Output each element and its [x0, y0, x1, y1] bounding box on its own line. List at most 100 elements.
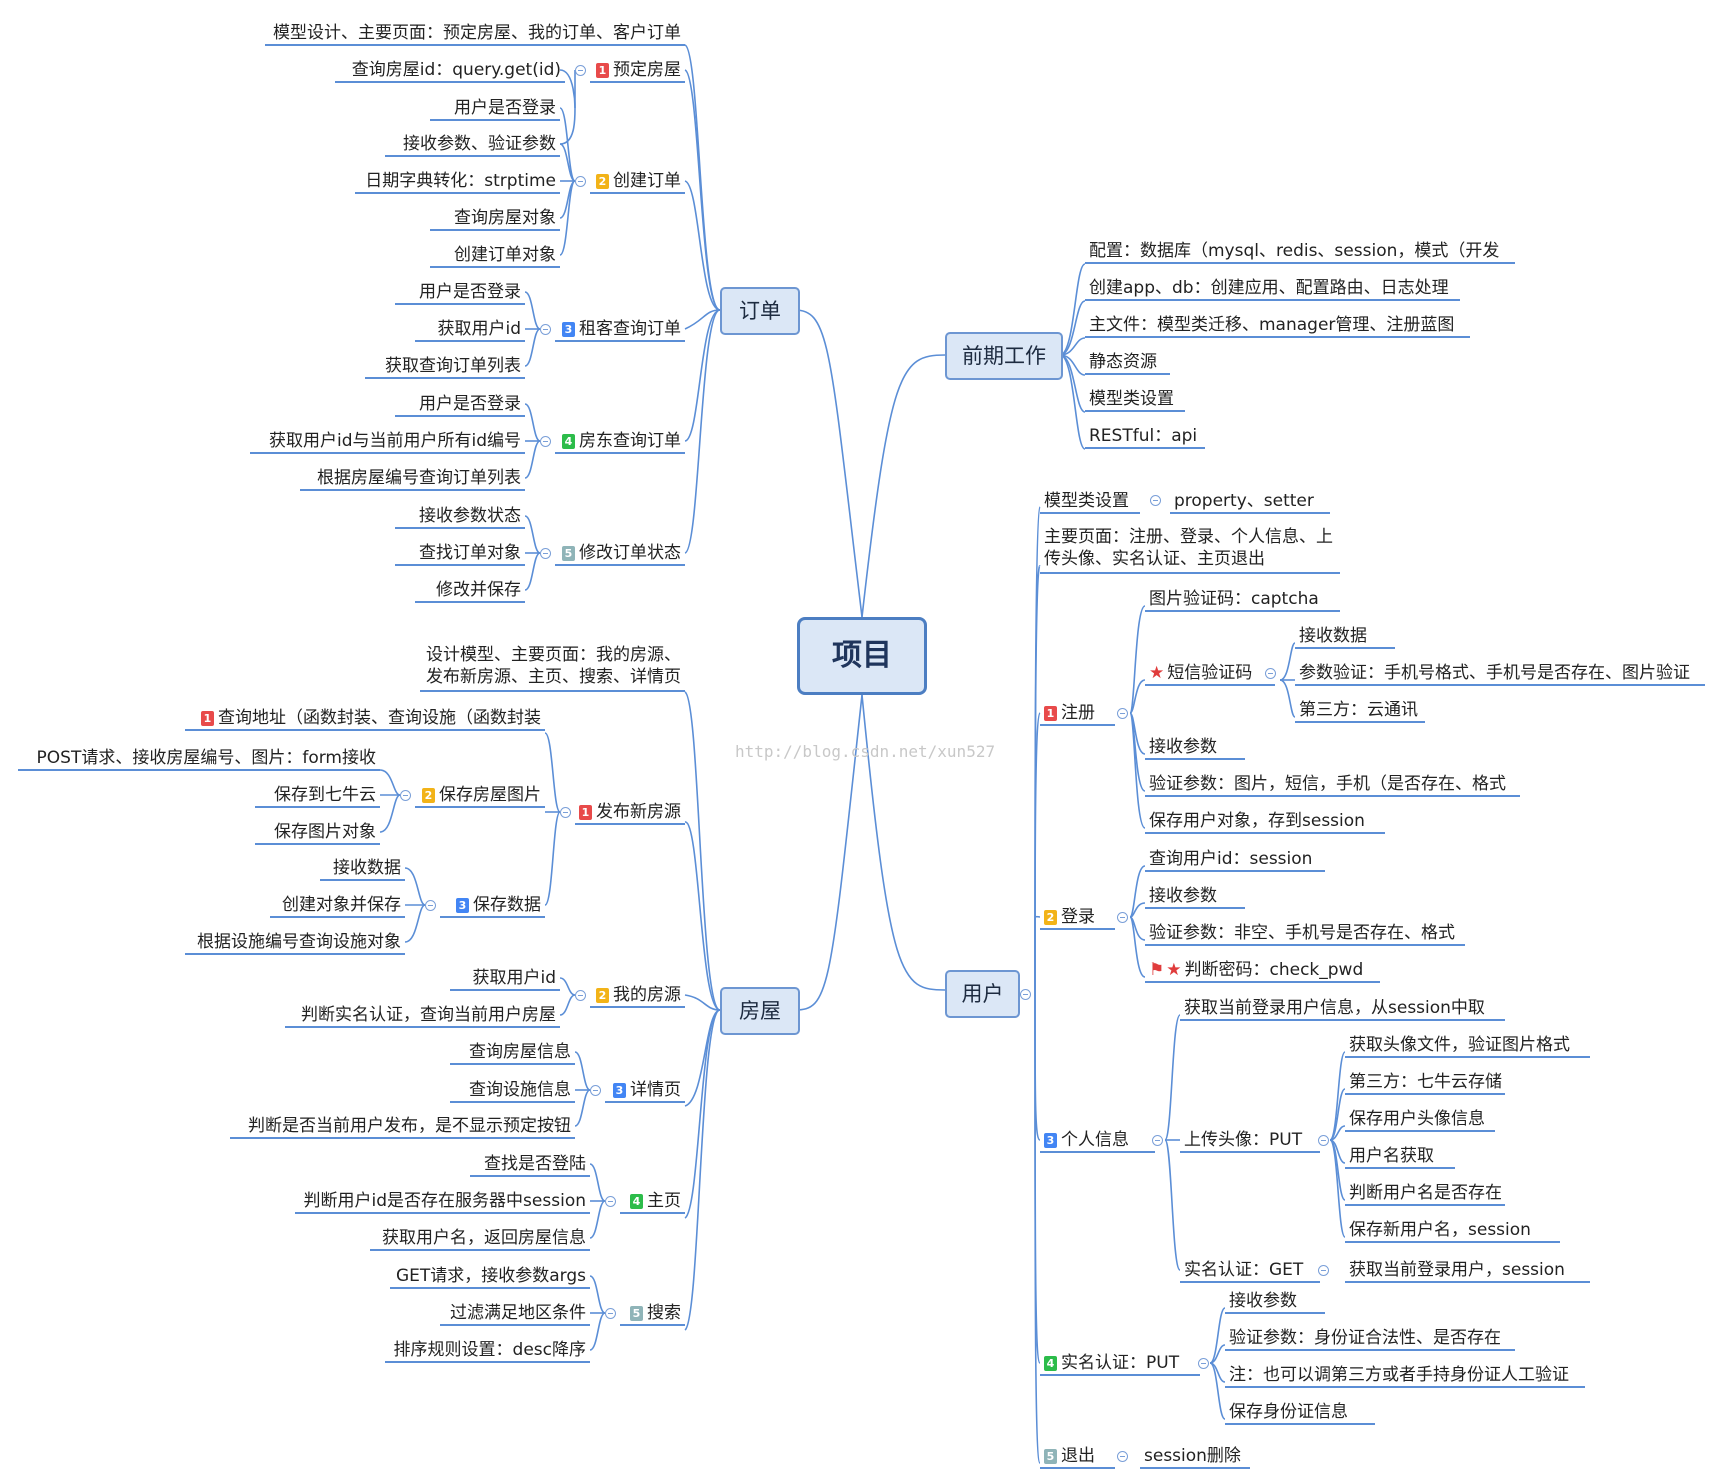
- user-register-label: 注册: [1061, 703, 1095, 723]
- prep-item: RESTful：api: [1085, 423, 1205, 449]
- collapse-toggle-icon[interactable]: [575, 990, 586, 1001]
- register-sms[interactable]: ★短信验证码: [1145, 660, 1275, 686]
- branch-prep[interactable]: 前期工作: [945, 332, 1063, 380]
- collapse-toggle-icon[interactable]: [1198, 1358, 1209, 1369]
- branch-user[interactable]: 用户: [945, 970, 1020, 1018]
- collapse-toggle-icon[interactable]: [1152, 1135, 1163, 1146]
- profile-auth[interactable]: 实名认证：GET: [1180, 1257, 1320, 1283]
- prep-item: 创建app、db：创建应用、配置路由、日志处理: [1085, 275, 1460, 301]
- house-publish-sub2-label: 保存房屋图片: [439, 785, 541, 805]
- login-item-password: ⚑★判断密码：check_pwd: [1145, 957, 1380, 983]
- house-sub-5-item: GET请求，接收参数args: [390, 1263, 590, 1289]
- logout-value: session删除: [1140, 1443, 1250, 1469]
- collapse-toggle-icon[interactable]: [590, 1085, 601, 1096]
- prep-item: 模型类设置: [1085, 386, 1185, 412]
- priority-2-icon: 2: [596, 988, 609, 1003]
- user-profile-label: 个人信息: [1061, 1130, 1129, 1150]
- order-sub-3-item: 获取查询订单列表: [365, 353, 525, 379]
- collapse-toggle-icon[interactable]: [1318, 1265, 1329, 1276]
- register-item: 验证参数：图片，短信，手机（是否存在、格式: [1145, 771, 1520, 797]
- priority-1-icon: 1: [201, 711, 214, 726]
- branch-order[interactable]: 订单: [720, 287, 800, 335]
- collapse-toggle-icon[interactable]: [1020, 989, 1031, 1000]
- collapse-toggle-icon[interactable]: [605, 1196, 616, 1207]
- order-sub-2-item: 查询房屋对象: [430, 205, 560, 231]
- user-realname[interactable]: 4 实名认证：PUT: [1040, 1350, 1200, 1376]
- collapse-toggle-icon[interactable]: [400, 790, 411, 801]
- avatar-item: 获取头像文件，验证图片格式: [1345, 1032, 1590, 1058]
- register-sms-label: 短信验证码: [1167, 663, 1253, 683]
- branch-house[interactable]: 房屋: [720, 987, 800, 1035]
- collapse-toggle-icon[interactable]: [575, 176, 586, 187]
- realname-item: 保存身份证信息: [1225, 1399, 1375, 1425]
- house-sub-2-label: 我的房源: [613, 985, 681, 1005]
- house-sub-4-item: 获取用户名，返回房屋信息: [370, 1225, 590, 1251]
- profile-avatar[interactable]: 上传头像：PUT: [1180, 1127, 1320, 1153]
- house-sub-2[interactable]: 2 我的房源: [590, 982, 685, 1008]
- user-pages: 主要页面：注册、登录、个人信息、上传头像、实名认证、主页退出: [1040, 526, 1340, 574]
- collapse-toggle-icon[interactable]: [1265, 668, 1276, 679]
- order-sub-2-item: 用户是否登录: [430, 95, 560, 121]
- collapse-toggle-icon[interactable]: [1117, 912, 1128, 923]
- user-realname-label: 实名认证：PUT: [1061, 1353, 1180, 1373]
- house-sub-5-item: 过滤满足地区条件: [440, 1300, 590, 1326]
- house-publish-sub2-item: POST请求、接收房屋编号、图片：form接收: [18, 745, 380, 771]
- house-sub-4-label: 主页: [647, 1191, 681, 1211]
- collapse-toggle-icon[interactable]: [1318, 1135, 1329, 1146]
- collapse-toggle-icon[interactable]: [605, 1308, 616, 1319]
- collapse-toggle-icon[interactable]: [1117, 1451, 1128, 1462]
- realname-item: 注：也可以调第三方或者手持身份证人工验证: [1225, 1362, 1585, 1388]
- collapse-toggle-icon[interactable]: [540, 548, 551, 559]
- root-node[interactable]: 项目: [797, 617, 927, 695]
- house-publish-sub3-item: 根据设施编号查询设施对象: [185, 929, 405, 955]
- user-logout[interactable]: 5 退出: [1040, 1443, 1115, 1469]
- order-sub-3-label: 租客查询订单: [579, 319, 681, 339]
- collapse-toggle-icon[interactable]: [540, 324, 551, 335]
- order-sub-5-item: 修改并保存: [415, 577, 525, 603]
- priority-4-icon: 4: [1044, 1356, 1057, 1371]
- flag-icon: ⚑: [1149, 960, 1165, 980]
- user-model-value: property、setter: [1170, 488, 1330, 514]
- priority-5-icon: 5: [1044, 1449, 1057, 1464]
- house-publish-sub3-item: 创建对象并保存: [270, 892, 405, 918]
- profile-auth-value: 获取当前登录用户，session: [1345, 1257, 1590, 1283]
- prep-item: 主文件：模型类迁移、manager管理、注册蓝图: [1085, 312, 1470, 338]
- order-sub-1-item: 查询房屋id：query.get(id): [335, 57, 565, 83]
- collapse-toggle-icon[interactable]: [425, 900, 436, 911]
- prep-item: 配置：数据库（mysql、redis、session，模式（开发: [1085, 238, 1515, 264]
- order-sub-3-item: 用户是否登录: [395, 279, 525, 305]
- collapse-toggle-icon[interactable]: [1150, 495, 1161, 506]
- user-logout-label: 退出: [1061, 1446, 1095, 1466]
- avatar-item: 保存新用户名，session: [1345, 1217, 1560, 1243]
- sms-item: 接收数据: [1295, 623, 1395, 649]
- collapse-toggle-icon[interactable]: [575, 65, 586, 76]
- order-sub-5-item: 查找订单对象: [395, 540, 525, 566]
- collapse-toggle-icon[interactable]: [560, 807, 571, 818]
- order-sub-5-item: 接收参数状态: [395, 503, 525, 529]
- collapse-toggle-icon[interactable]: [540, 436, 551, 447]
- priority-2-icon: 2: [1044, 910, 1057, 925]
- avatar-item: 保存用户头像信息: [1345, 1106, 1495, 1132]
- priority-1-icon: 1: [579, 805, 592, 820]
- house-sub-3-item: 查询房屋信息: [450, 1039, 575, 1065]
- collapse-toggle-icon[interactable]: [1117, 708, 1128, 719]
- order-sub-1-label: 预定房屋: [613, 60, 681, 80]
- order-root-note: 模型设计、主要页面：预定房屋、我的订单、客户订单: [265, 20, 685, 46]
- sms-item: 参数验证：手机号格式、手机号是否存在、图片验证: [1295, 660, 1705, 686]
- order-sub-4-label: 房东查询订单: [579, 431, 681, 451]
